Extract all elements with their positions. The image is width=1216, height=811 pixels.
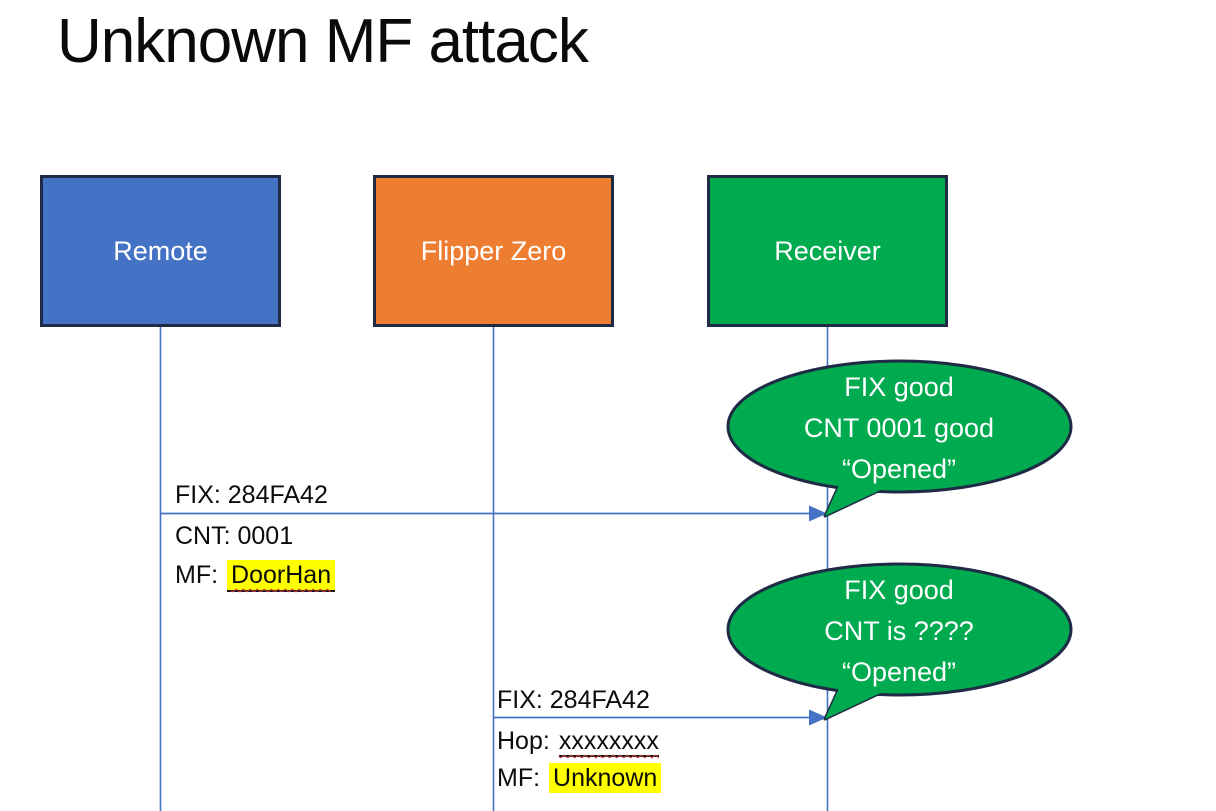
message2-hop-underline: xxxxxxxx xyxy=(558,727,659,757)
message1-cnt-label: CNT: 0001 xyxy=(175,522,294,550)
message1-fix-label: FIX: 284FA42 xyxy=(175,481,328,509)
speech-bubble-1: FIX good CNT 0001 good “Opened” xyxy=(726,359,1073,518)
actor-box-remote: Remote xyxy=(40,175,281,327)
bubble1-line2: CNT 0001 good xyxy=(804,413,994,443)
message-arrow-flipper-to-receiver xyxy=(493,709,827,726)
actor-label-receiver: Receiver xyxy=(774,235,881,266)
message2-mf-value: Unknown xyxy=(549,763,662,793)
arrowhead-icon xyxy=(809,505,827,522)
message2-fix-label: FIX: 284FA42 xyxy=(497,686,650,714)
bubble2-line3: “Opened” xyxy=(842,657,956,687)
actor-label-flipper-zero: Flipper Zero xyxy=(420,235,567,266)
message2-hop-value: xxxxxxxx xyxy=(558,727,659,755)
message1-mf-highlight: DoorHan xyxy=(227,560,336,592)
message2-mf-label: MF: Unknown xyxy=(497,763,662,793)
bubble2-line2: CNT is ???? xyxy=(824,616,974,646)
bubble1-line1: FIX good xyxy=(844,372,954,402)
bubble2-line1: FIX good xyxy=(844,575,954,605)
message2-mf-prefix: MF: xyxy=(497,764,541,792)
actor-box-flipper-zero: Flipper Zero xyxy=(373,175,614,327)
message2-hop-label: Hop: xxxxxxxx xyxy=(497,726,659,757)
actor-label-remote: Remote xyxy=(113,235,208,266)
message-arrow-remote-to-receiver xyxy=(160,505,827,522)
actor-box-receiver: Receiver xyxy=(707,175,948,327)
message1-mf-value: DoorHan xyxy=(231,561,332,589)
speech-bubble-2: FIX good CNT is ???? “Opened” xyxy=(726,562,1073,721)
message2-hop-prefix: Hop: xyxy=(497,727,550,755)
bubble1-line3: “Opened” xyxy=(842,454,956,484)
slide-title: Unknown MF attack xyxy=(57,7,589,76)
arrowhead-icon xyxy=(809,709,827,726)
message1-mf-prefix: MF: xyxy=(175,561,219,589)
message1-mf-label: MF: DoorHan xyxy=(175,560,336,592)
